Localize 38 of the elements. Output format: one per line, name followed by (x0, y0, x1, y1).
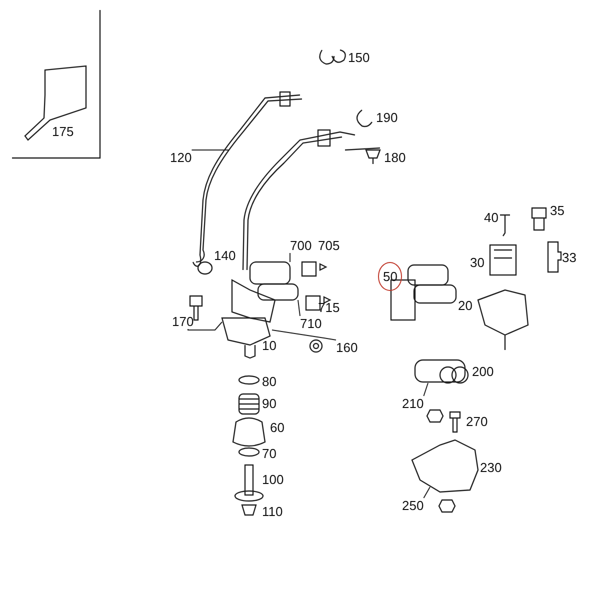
reservoir-drawing (414, 359, 469, 384)
callout-number: 50 (378, 262, 402, 291)
callout-number: 33 (562, 250, 576, 265)
callout-number: 230 (480, 460, 502, 475)
callout-number: 60 (270, 420, 284, 435)
callout-number: 20 (458, 298, 472, 313)
callout-number: 40 (484, 210, 498, 225)
callout-number: 110 (262, 504, 283, 519)
callout-number: 200 (472, 364, 494, 379)
callout-number: 175 (52, 124, 74, 139)
leader-line (298, 300, 300, 316)
tray-drawing (411, 439, 479, 493)
callout-number: 160 (336, 340, 358, 355)
callout-number: 710 (300, 316, 322, 331)
callout-number: 150 (348, 50, 370, 65)
callout-number: 35 (550, 203, 564, 218)
callout-number: 30 (470, 255, 484, 270)
callout-number: 270 (466, 414, 488, 429)
callout-number: 140 (214, 248, 236, 263)
callout-number: 210 (402, 396, 424, 411)
callout-number: 10 (262, 338, 276, 353)
compressor-drawing (221, 261, 299, 359)
callout-number: 100 (262, 472, 284, 487)
leader-line (188, 322, 222, 330)
leader-line (272, 330, 336, 340)
callout-number: 120 (170, 150, 192, 165)
leader-line (423, 382, 428, 396)
callout-number: 180 (384, 150, 406, 165)
callout-number: 70 (262, 446, 276, 461)
callout-number: 80 (262, 374, 276, 389)
callout-number: 250 (402, 498, 424, 513)
callout-number: 700 (290, 238, 312, 253)
callout-number: 705 (318, 238, 340, 253)
callout-number: 90 (262, 396, 276, 411)
leader-line (423, 486, 430, 498)
callout-number: 190 (376, 110, 398, 125)
callout-number: 715 (318, 300, 340, 315)
callout-number: 170 (172, 314, 194, 329)
